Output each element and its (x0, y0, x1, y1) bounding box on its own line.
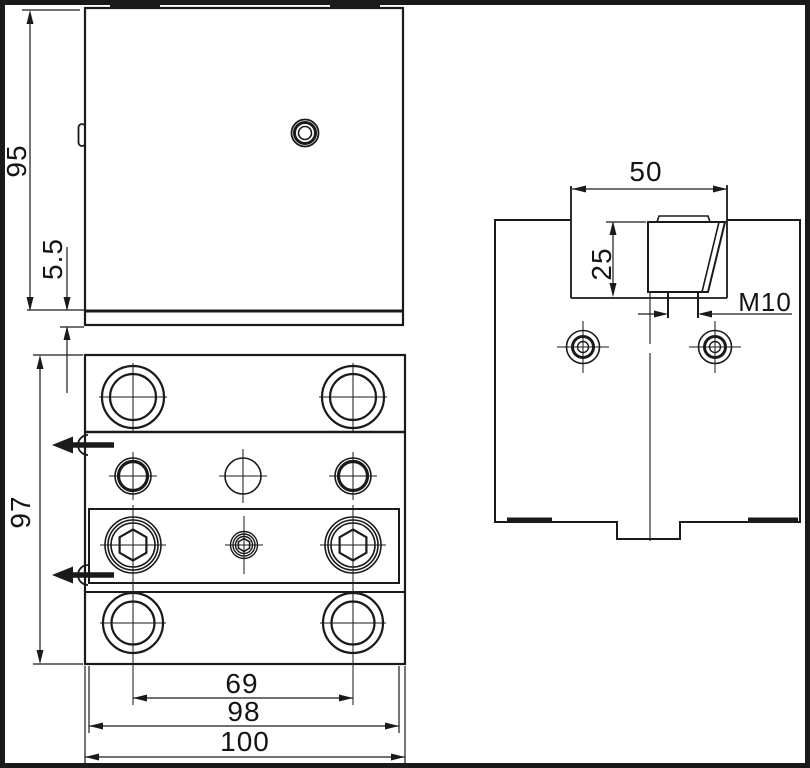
dim-label-5-5: 5.5 (37, 238, 68, 280)
arrowhead (63, 297, 71, 311)
arrowhead (572, 185, 586, 193)
arrowhead (63, 326, 71, 340)
arrowhead (85, 753, 99, 761)
hex-socket-screw (324, 516, 382, 574)
tapped-hole (334, 457, 372, 495)
hex-socket (338, 528, 368, 562)
dim-50-lines (572, 185, 727, 193)
m10-leader-lines (638, 310, 792, 318)
top-view (77, 3, 405, 327)
dim-95-lines (22, 9, 84, 328)
hex-socket-screw (104, 516, 162, 574)
dim-label-69: 69 (225, 668, 259, 699)
side-view-outline (494, 219, 801, 540)
dim-label-m10: M10 (738, 287, 792, 317)
m10-stud (667, 292, 699, 318)
dim-label-50: 50 (629, 156, 663, 187)
top-view-outline (83, 6, 405, 327)
top-view-knob-hole (290, 118, 320, 148)
dim-label-100: 100 (220, 726, 270, 757)
arrowhead (133, 694, 147, 702)
arrowhead (385, 722, 399, 730)
side-view (494, 185, 801, 541)
counterbore-hole (321, 591, 385, 655)
counterbore-hole (101, 591, 165, 655)
dim-25-lines (606, 221, 646, 297)
side-tapped-hole (557, 321, 609, 373)
insert-block (647, 215, 727, 293)
bottom-dim-lines (84, 666, 406, 763)
arrowhead (26, 297, 34, 311)
dim-97-lines (33, 354, 83, 665)
hex-socket (237, 537, 251, 553)
arrowhead (339, 694, 353, 702)
hex-socket (118, 528, 148, 562)
dim-label-98: 98 (227, 696, 261, 727)
clamp-recess (570, 185, 728, 299)
section-view-arrow-icon (52, 436, 114, 454)
arrowhead (391, 753, 405, 761)
arrowhead (89, 722, 103, 730)
hex-socket-screw-small (229, 530, 259, 560)
dim-5p5-lines (63, 247, 71, 393)
arrowhead (26, 10, 34, 24)
dim-label-97: 97 (5, 495, 36, 529)
dim-label-25: 25 (586, 247, 617, 281)
front-view (52, 353, 407, 705)
side-tapped-hole (689, 321, 741, 373)
arrowhead (36, 355, 44, 369)
arrowhead (713, 185, 727, 193)
tapped-hole (114, 457, 152, 495)
arrowhead (36, 650, 44, 664)
plain-hole (224, 457, 262, 495)
counterbore-hole (320, 364, 386, 430)
counterbore-hole (100, 364, 166, 430)
gib-plate-outline (88, 508, 400, 584)
arrowhead (698, 310, 712, 318)
arrowhead (654, 310, 668, 318)
arrowhead (609, 221, 617, 235)
arrowhead (609, 283, 617, 297)
section-view-arrow-icon (52, 566, 114, 584)
dim-label-95: 95 (1, 144, 32, 178)
